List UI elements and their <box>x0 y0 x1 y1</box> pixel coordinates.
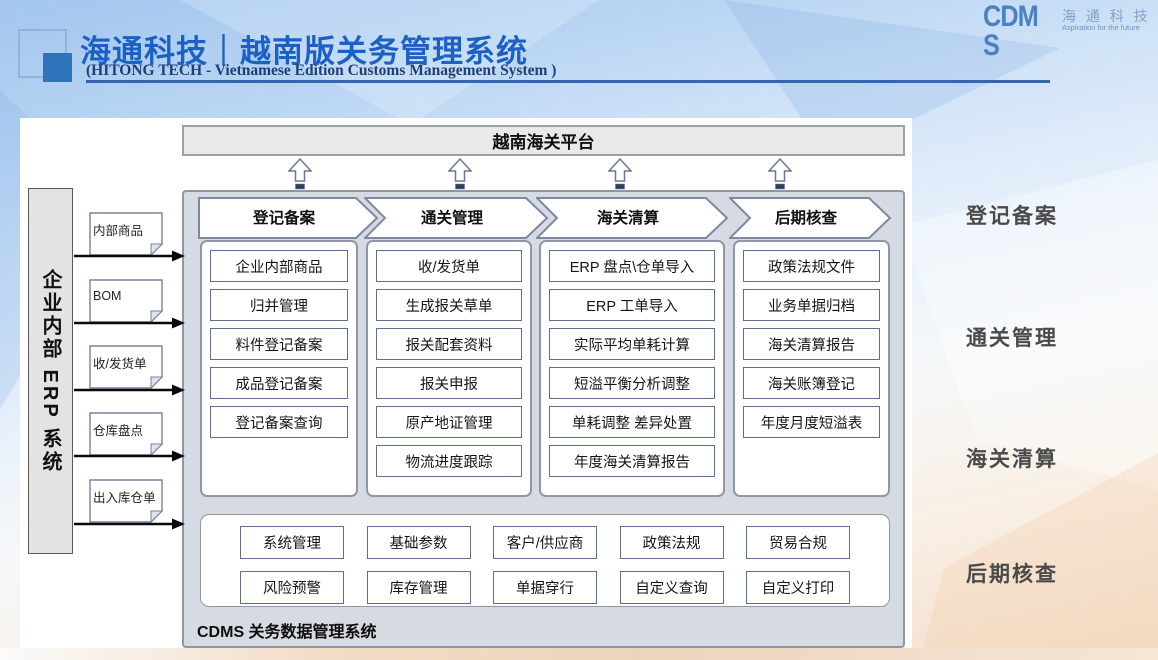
chevron-shape <box>536 197 729 239</box>
flow-arrow <box>74 449 186 463</box>
module-box: 生成报关草单 <box>376 289 522 321</box>
side-stage-label: 登记备案 <box>966 205 1058 228</box>
stage-chevron-registration: 登记备案 <box>198 197 380 239</box>
right-arrow-icon <box>74 250 185 262</box>
foundation-box: 政策法规 <box>619 526 724 559</box>
cdms-system-label: CDMS 关务数据管理系统 <box>197 624 377 641</box>
side-stage-label: 通关管理 <box>966 327 1058 350</box>
column-liquidation: ERP 盘点\仓单导入 ERP 工单导入实际平均单耗计算短溢平衡分析调整单耗调整 … <box>539 240 725 497</box>
column-audit: 政策法规文件业务单据归档海关清算报告海关账簿登记年度月度短溢表 <box>733 240 890 497</box>
module-box: 实际平均单耗计算 <box>549 328 715 360</box>
foundation-box: 客户/供应商 <box>493 526 597 559</box>
foundation-box: 风险预警 <box>240 571 344 604</box>
document-icon <box>89 345 164 390</box>
flow-arrow <box>74 383 186 397</box>
chevron-shape <box>364 197 549 239</box>
module-box: 料件登记备案 <box>210 328 348 360</box>
customs-platform-bar: 越南海关平台 <box>182 125 905 156</box>
erp-system-label: 企业内部 ERP 系统 <box>39 268 61 474</box>
module-box: 政策法规文件 <box>743 250 880 282</box>
foundation-row: 风险预警库存管理单据穿行自定义查询自定义打印 <box>240 571 850 604</box>
up-arrow-icon <box>288 158 312 190</box>
flow-arrow <box>74 249 186 263</box>
column-registration: 企业内部商品归并管理料件登记备案成品登记备案登记备案查询 <box>200 240 358 497</box>
stage-chevron-clearance: 通关管理 <box>364 197 550 239</box>
cdms-logo-line1: CDM <box>983 0 1039 33</box>
company-tagline: Aspiration for the future <box>1062 23 1140 32</box>
module-box: 企业内部商品 <box>210 250 348 282</box>
module-box: 业务单据归档 <box>743 289 880 321</box>
module-box: 归并管理 <box>210 289 348 321</box>
erp-document-shape: 收/发货单 <box>89 345 164 390</box>
erp-document-label: 收/发货单 <box>93 356 147 371</box>
document-icon <box>89 412 164 457</box>
foundation-box: 单据穿行 <box>493 571 597 604</box>
module-box: 报关申报 <box>376 367 522 399</box>
document-icon <box>89 479 164 524</box>
company-logo: 海 通 科 技 <box>1062 8 1151 24</box>
cdms-logo: CDM S <box>983 0 1039 63</box>
module-box: 成品登记备案 <box>210 367 348 399</box>
foundation-box: 基础参数 <box>366 526 471 559</box>
module-box: ERP 盘点\仓单导入 <box>549 250 715 282</box>
up-arrow-icon <box>448 158 472 190</box>
chevron-label: 后期核查 <box>774 210 837 227</box>
flow-arrow <box>74 316 186 330</box>
erp-document-shape: BOM <box>89 279 164 324</box>
module-box: 物流进度跟踪 <box>376 445 522 477</box>
side-stage-label: 后期核查 <box>966 563 1058 586</box>
foundation-box: 自定义查询 <box>619 571 724 604</box>
chevron-label: 登记备案 <box>252 210 315 227</box>
module-box: 报关配套资料 <box>376 328 522 360</box>
foundation-box: 自定义打印 <box>746 571 850 604</box>
foundation-box: 系统管理 <box>240 526 344 559</box>
chevron-shape <box>198 197 379 239</box>
page-subtitle: (HITONG TECH - Vietnamese Edition Custom… <box>86 62 557 79</box>
erp-document-label: 出入库仓单 <box>93 490 156 505</box>
module-box: ERP 工单导入 <box>549 289 715 321</box>
chevron-label: 海关清算 <box>596 210 659 227</box>
module-box: 海关账簿登记 <box>743 367 880 399</box>
bottom-accent-strip <box>0 648 1158 660</box>
cdms-logo-line2: S <box>983 29 1000 63</box>
right-arrow-icon <box>74 317 185 329</box>
erp-document-shape: 内部商品 <box>89 212 164 257</box>
side-stage-label: 海关清算 <box>966 448 1058 471</box>
erp-document-label: 仓库盘点 <box>93 423 144 438</box>
erp-document-shape: 仓库盘点 <box>89 412 164 457</box>
page-title: 海通科技｜越南版关务管理系统 <box>80 34 528 69</box>
module-box: 收/发货单 <box>376 250 522 282</box>
module-box: 登记备案查询 <box>210 406 348 438</box>
module-box: 年度海关清算报告 <box>549 445 715 477</box>
chevron-shape <box>729 197 892 239</box>
module-box: 年度月度短溢表 <box>743 406 880 438</box>
up-arrow-icon <box>608 158 632 190</box>
chevron-label: 通关管理 <box>420 210 483 227</box>
foundation-box: 库存管理 <box>366 571 471 604</box>
flow-arrow <box>74 517 186 531</box>
foundation-panel: 系统管理基础参数客户/供应商政策法规贸易合规风险预警库存管理单据穿行自定义查询自… <box>200 514 890 607</box>
foundation-box: 贸易合规 <box>746 526 850 559</box>
erp-document-label: 内部商品 <box>93 223 144 238</box>
stage-chevron-liquidation: 海关清算 <box>536 197 730 239</box>
document-icon <box>89 212 164 257</box>
stage-chevron-audit: 后期核查 <box>729 197 893 239</box>
erp-document-shape: 出入库仓单 <box>89 479 164 524</box>
module-box: 单耗调整 差异处置 <box>549 406 715 438</box>
erp-system-box: 企业内部 ERP 系统 <box>28 188 73 554</box>
column-clearance: 收/发货单生成报关草单报关配套资料报关申报原产地证管理物流进度跟踪 <box>366 240 532 497</box>
module-box: 海关清算报告 <box>743 328 880 360</box>
header-divider <box>86 80 1050 83</box>
foundation-row: 系统管理基础参数客户/供应商政策法规贸易合规 <box>240 526 850 559</box>
erp-document-label: BOM <box>93 289 122 303</box>
module-box: 短溢平衡分析调整 <box>549 367 715 399</box>
module-box: 原产地证管理 <box>376 406 522 438</box>
right-arrow-icon <box>74 450 185 462</box>
right-arrow-icon <box>74 384 185 396</box>
up-arrow-icon <box>768 158 792 190</box>
square-filled-icon <box>43 53 72 82</box>
document-icon <box>89 279 164 324</box>
right-arrow-icon <box>74 518 185 530</box>
